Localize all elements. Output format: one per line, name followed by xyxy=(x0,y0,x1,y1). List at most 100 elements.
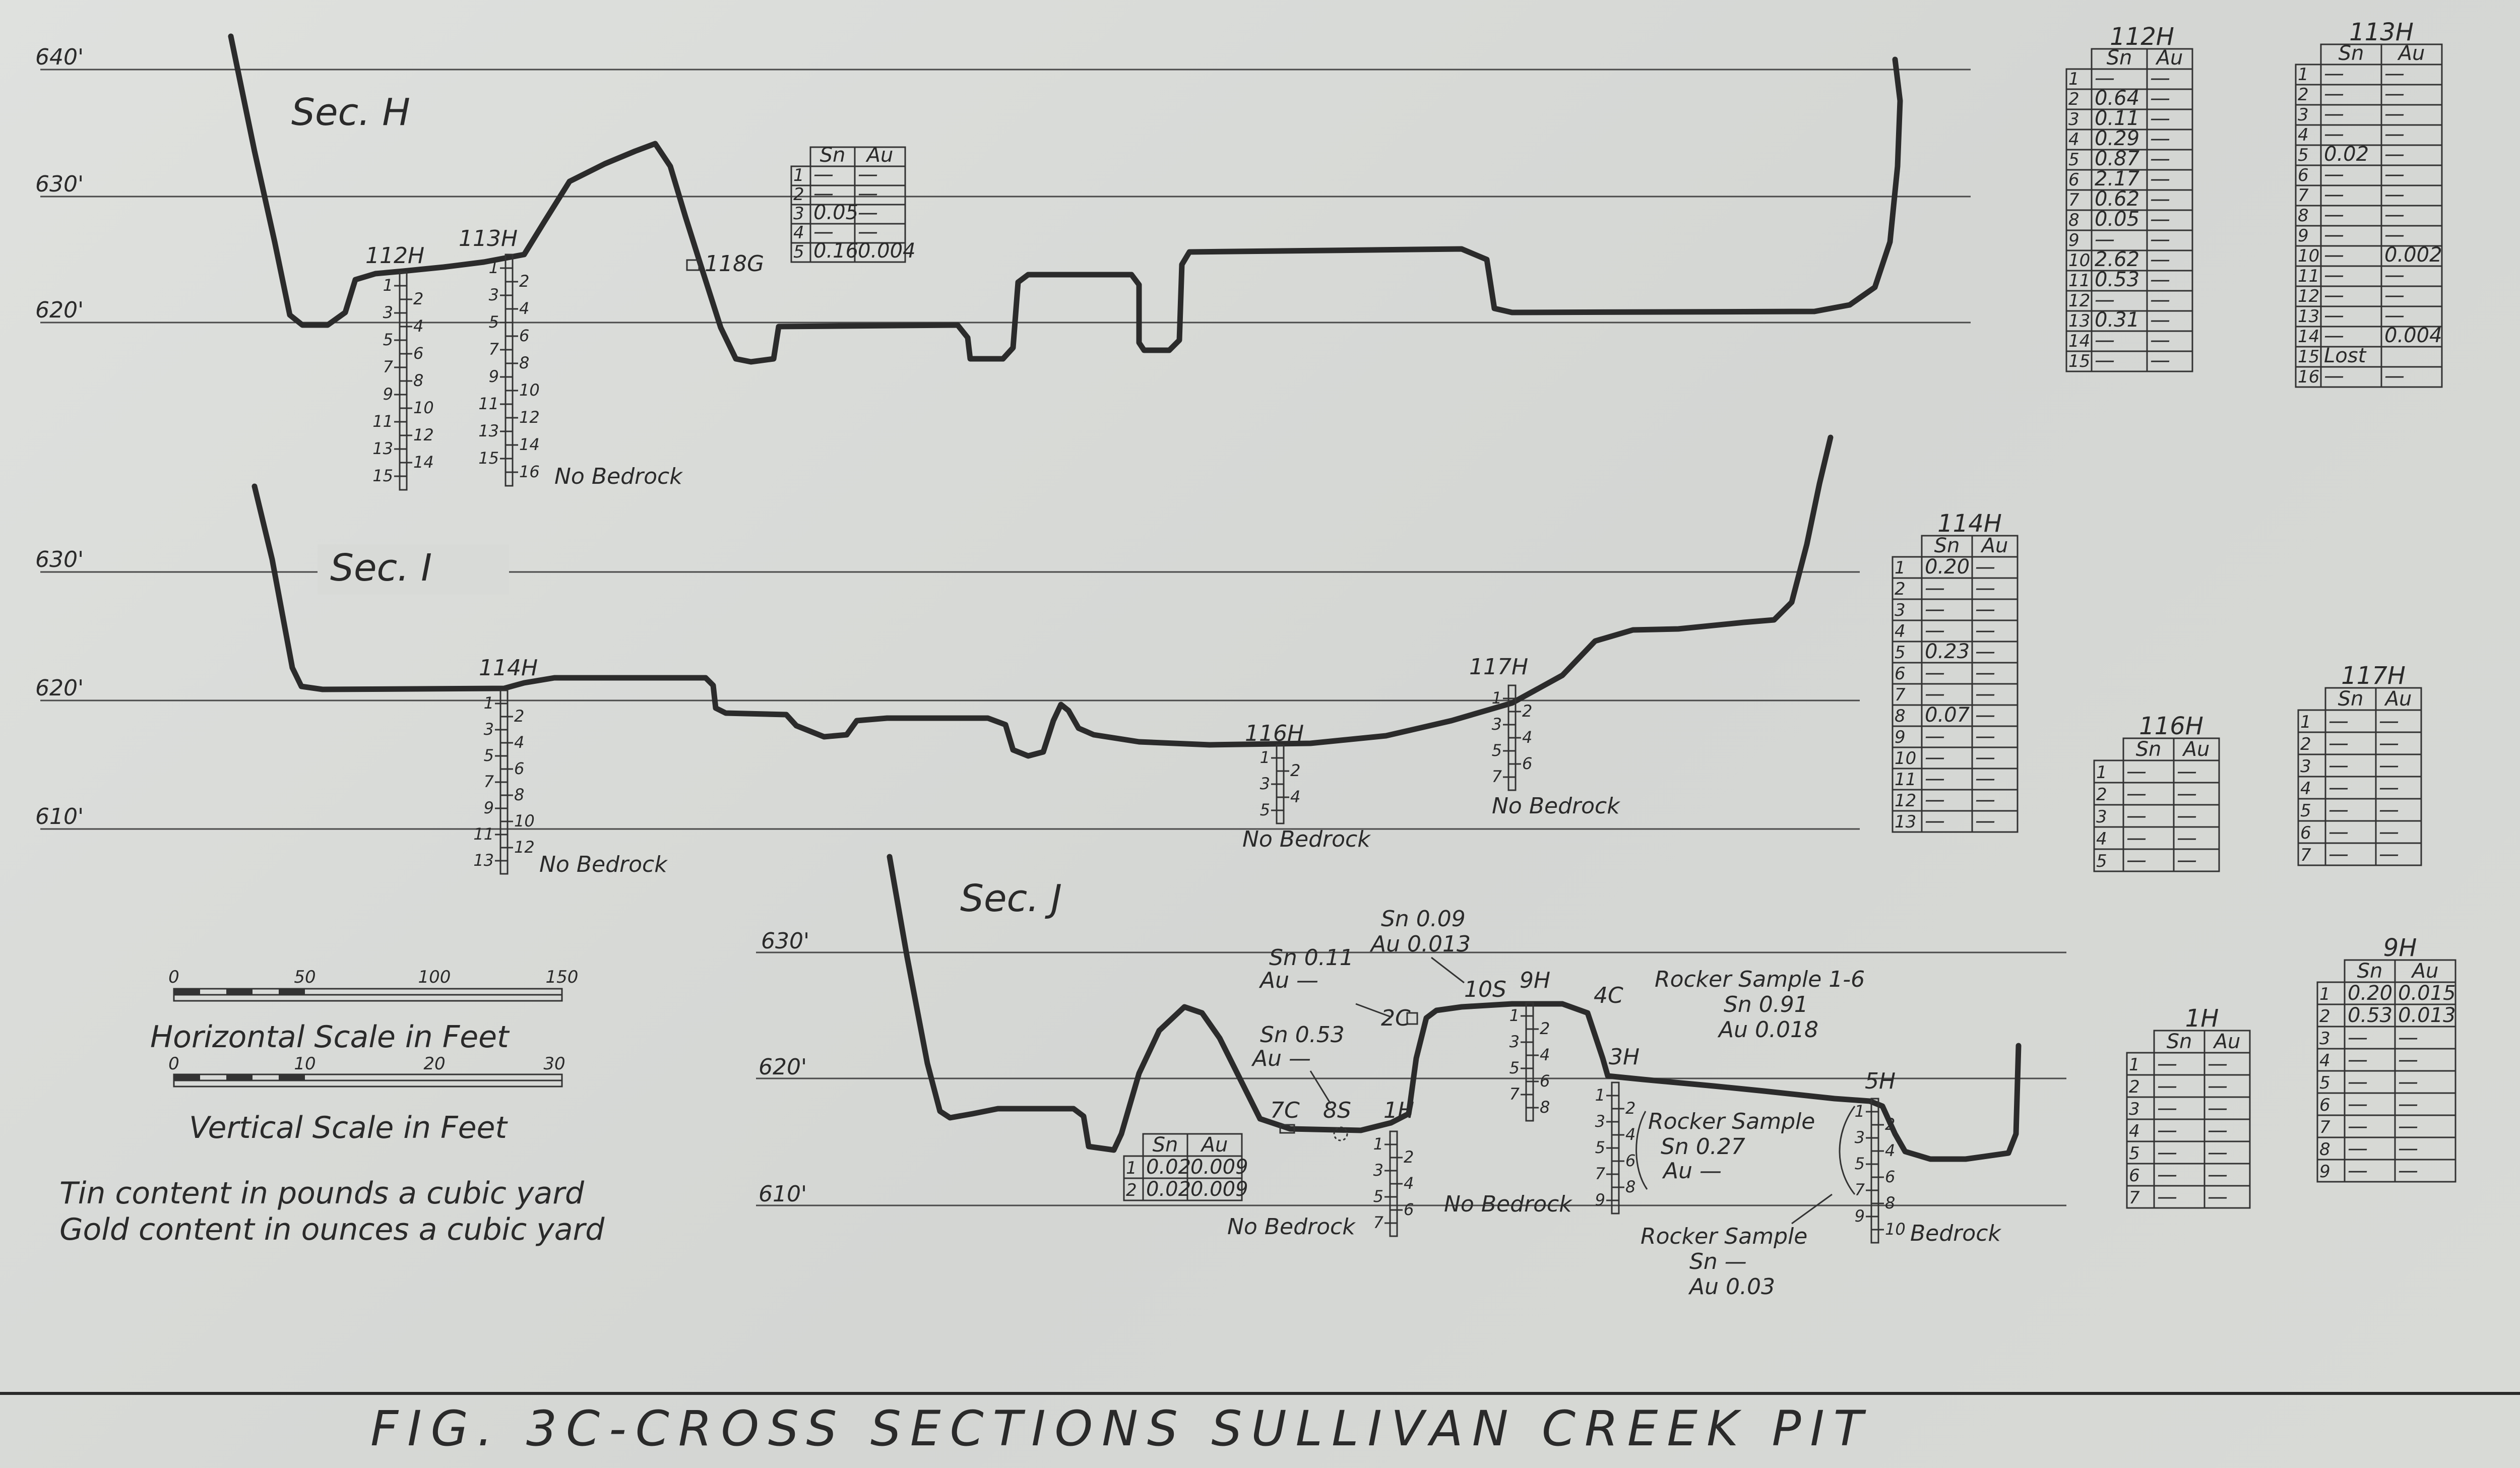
table-title: 112H xyxy=(2110,23,2174,51)
column-note: No Bedrock xyxy=(1492,793,1620,819)
note-gold-content: Gold content in ounces a cubic yard xyxy=(59,1212,605,1247)
table-cell: 1 xyxy=(2096,762,2107,783)
table-cell: 11 xyxy=(2068,271,2090,291)
sample-number: 11 xyxy=(372,412,393,431)
table-cell: — xyxy=(1975,555,1995,579)
rocker-sample-3-au: Au 0.03 xyxy=(1688,1274,1775,1300)
table-cell: 1 xyxy=(1126,1158,1137,1178)
column-note: No Bedrock xyxy=(539,852,668,877)
sample-number: 4 xyxy=(519,299,529,318)
table-cell: — xyxy=(2126,760,2147,783)
table-cell: 0.015 xyxy=(2398,982,2456,1005)
table-cell: 6 xyxy=(2129,1166,2140,1186)
table-cell: 0.16 xyxy=(813,239,858,263)
leader-rocker-3 xyxy=(1791,1193,1833,1225)
vertical-scale-seg-2 xyxy=(226,1074,253,1080)
table-body xyxy=(2316,981,2456,1183)
section-h: 640' 630' 620' Sec. H 118G 112H 113H xyxy=(35,33,1971,365)
sample-number: 3 xyxy=(1492,715,1502,734)
sample-number: 6 xyxy=(1404,1200,1414,1219)
table-cell: — xyxy=(1925,746,1945,769)
table-cell: — xyxy=(2328,820,2349,844)
sample-number: 4 xyxy=(1540,1045,1550,1064)
sample-number: 3 xyxy=(1260,774,1270,793)
horizontal-scale-tick-100: 100 xyxy=(418,967,451,987)
table-cell: — xyxy=(2328,776,2349,799)
sample-number: 2 xyxy=(519,272,529,291)
sample-number: 6 xyxy=(1522,754,1532,773)
table-cell: — xyxy=(2126,826,2147,850)
table-cell: 6 xyxy=(2068,170,2080,190)
hole-marker-8s xyxy=(1333,1126,1348,1141)
sample-number: 2 xyxy=(1522,701,1532,721)
sample-number: 3 xyxy=(1595,1112,1605,1131)
table-cell: 0.004 xyxy=(858,239,916,263)
sample-number: 2 xyxy=(1404,1147,1414,1167)
table-header-cell: Au xyxy=(2411,960,2439,983)
hole-label-117h: 117H xyxy=(1469,654,1528,680)
sample-number: 10 xyxy=(514,811,535,831)
table-title: 116H xyxy=(2139,712,2203,740)
table-cell: 5 xyxy=(2319,1073,2330,1093)
table-cell: — xyxy=(2379,776,2399,799)
table-cell: — xyxy=(2379,798,2399,821)
column-note: Bedrock xyxy=(1910,1221,2001,1246)
table-cell: 0.02 xyxy=(1146,1178,1191,1201)
table-cell: — xyxy=(2150,248,2170,271)
table-cell: 0.02 xyxy=(2324,143,2369,166)
table-cell: — xyxy=(2328,732,2349,755)
hole-label-4c: 4C xyxy=(1594,983,1623,1008)
table-cell: — xyxy=(2324,284,2344,307)
table-body xyxy=(2093,759,2220,872)
table-cell: 6 xyxy=(2298,165,2309,185)
sample-number: 8 xyxy=(514,785,524,804)
table-header-cell: Sn xyxy=(2136,738,2162,761)
sample-number: 12 xyxy=(519,408,540,427)
sample-number: 5 xyxy=(1492,741,1502,760)
table-header-cell: Au xyxy=(2182,738,2210,761)
table-cell: 2.62 xyxy=(2095,248,2139,271)
horizontal-scale-tick-50: 50 xyxy=(294,967,316,987)
table-cell: — xyxy=(2177,782,2197,805)
table-body xyxy=(790,165,906,263)
table-cell: 8 xyxy=(2319,1139,2330,1160)
elev-label-610-j: 610' xyxy=(759,1181,807,1207)
table-cell: 2.17 xyxy=(2095,167,2140,190)
table-cell: 7 xyxy=(2319,1117,2330,1137)
table-cell: 0.05 xyxy=(813,201,858,224)
table-cell: — xyxy=(1925,661,1945,684)
section-i: 630' 620' 610' Sec. I 114H 116H 117H xyxy=(35,434,1860,830)
table-cell: 3 xyxy=(2300,756,2311,777)
sample-number: 3 xyxy=(1509,1032,1520,1051)
sample-number: 4 xyxy=(1625,1125,1635,1144)
table-cell: — xyxy=(2384,284,2405,307)
table-cell: 7 xyxy=(2298,185,2309,206)
table-cell: 11 xyxy=(1895,770,1916,790)
table-cell: — xyxy=(2208,1119,2228,1142)
sample-number: 12 xyxy=(413,425,434,444)
table-cell: — xyxy=(2379,732,2399,755)
rocker-sample-3-bracket xyxy=(1839,1106,1856,1195)
table-cell: — xyxy=(2177,804,2197,827)
vertical-scale-tick-10: 10 xyxy=(294,1054,316,1074)
table-cell: — xyxy=(1975,598,1995,621)
table-cell: — xyxy=(2324,324,2344,347)
table-cell: — xyxy=(2379,710,2399,733)
table-cell: — xyxy=(2208,1052,2228,1075)
table-header-cell: Sn xyxy=(2107,46,2132,70)
table-cell: — xyxy=(2379,820,2399,844)
table-cell: 11 xyxy=(2298,266,2319,286)
table-cell: 1 xyxy=(793,165,804,185)
table-cell: — xyxy=(2348,1048,2368,1071)
table-cell: — xyxy=(2324,122,2344,146)
sample-number: 12 xyxy=(514,838,535,857)
table-cell: — xyxy=(2126,782,2147,805)
table-cell: 9 xyxy=(1895,727,1906,747)
table-cell: — xyxy=(2324,183,2344,206)
table-cell: 4 xyxy=(1895,621,1906,642)
table-cell: 1 xyxy=(2298,65,2309,85)
